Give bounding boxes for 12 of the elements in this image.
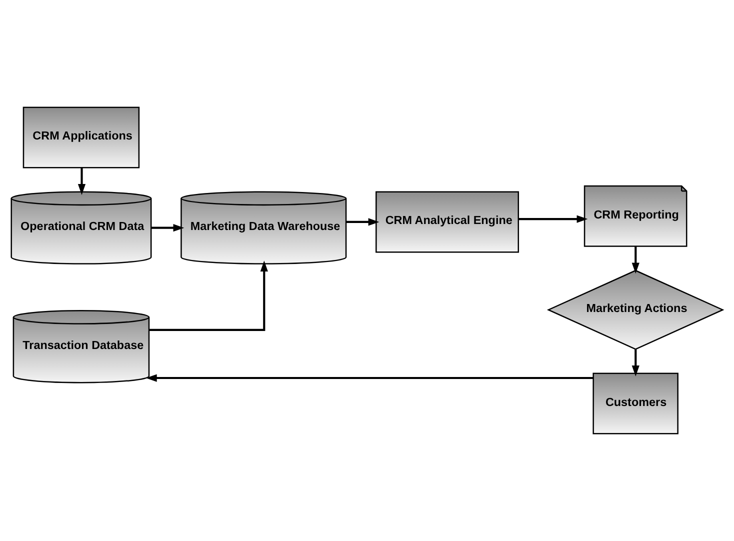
node-diamond: Marketing Actions <box>546 270 724 350</box>
arrow <box>149 260 268 331</box>
arrow <box>518 215 588 223</box>
node-box: CRM Analytical Engine <box>376 191 519 253</box>
node-box: Customers <box>592 372 678 434</box>
arrow <box>151 224 184 232</box>
arrow <box>78 168 86 195</box>
arrow <box>146 374 594 382</box>
node-box: CRM Applications <box>22 106 140 168</box>
arrow <box>632 246 640 274</box>
arrow <box>632 349 640 376</box>
arrow <box>346 218 380 226</box>
